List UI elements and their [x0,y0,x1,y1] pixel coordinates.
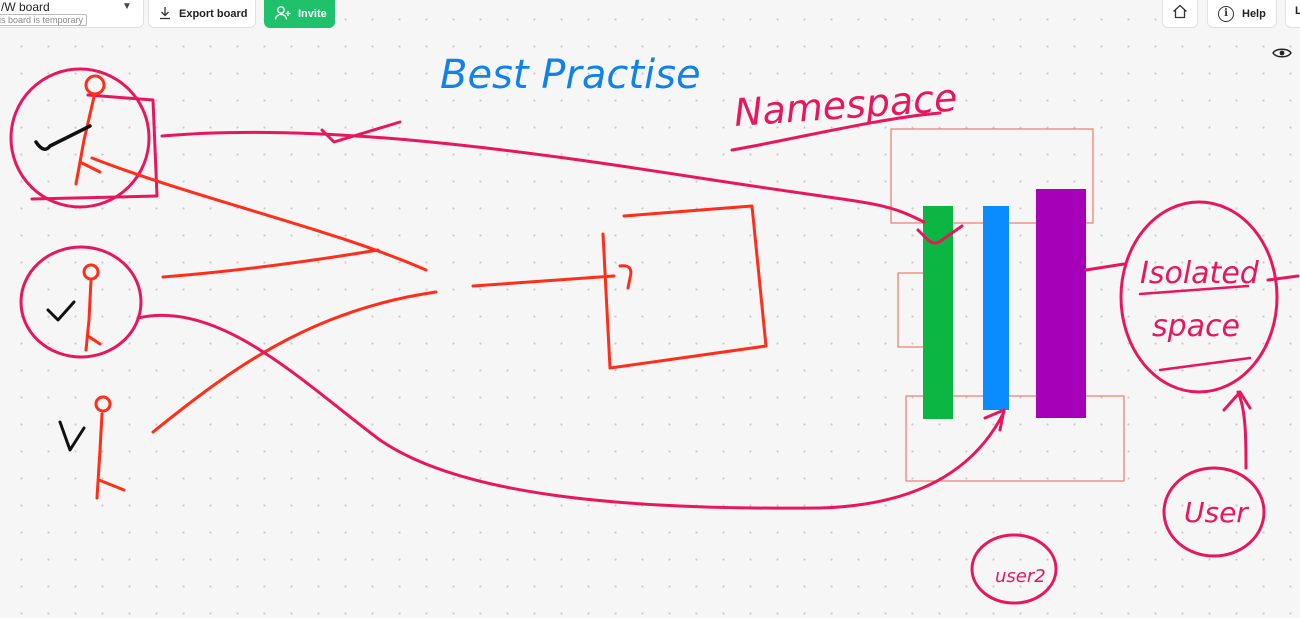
truncated-toolbar-button[interactable]: L [1285,0,1300,28]
bottom-arrow [136,313,1006,510]
namespace-bar-blue [983,206,1009,410]
space-label: space [1152,309,1240,344]
download-icon [159,6,171,23]
top-arrow-tick [320,120,402,144]
bottom-arrow-head [983,408,1006,432]
user1-circle [9,67,151,209]
user2-circle [19,245,143,359]
user1-figure [74,74,106,186]
user1-frame [30,93,159,201]
home-button[interactable] [1162,0,1198,28]
user3-figure [94,395,126,500]
eye-icon[interactable] [1271,44,1293,62]
temporary-board-badge: is board is temporary [0,14,88,26]
user2-label-circle [970,533,1058,605]
merge-line-3 [151,290,438,434]
info-icon: i [1218,6,1234,22]
board-name[interactable]: /W board [1,0,50,14]
merge-line-1 [90,156,428,272]
isolated-arrow [1084,262,1126,272]
central-box [601,204,768,370]
merge-line-2 [161,248,380,279]
export-board-button[interactable]: Export board [148,0,256,28]
space-underline [1158,356,1252,372]
home-icon [1172,4,1188,24]
user-to-isolated-arrow [1236,390,1248,470]
help-button[interactable]: i Help [1207,0,1277,28]
help-label: Help [1242,8,1266,20]
user2-figure [82,263,102,352]
merge-arrow-tip [618,264,633,290]
title-handwritten: Best Practise [440,52,701,98]
export-board-label: Export board [179,8,248,20]
user-right-label: User [1184,496,1249,529]
namespace-label: Namespace [733,75,959,134]
user-to-isolated-arrowhead [1222,390,1252,412]
isolated-underline [1138,284,1250,296]
namespace-box-3 [905,395,1125,482]
chevron-down-icon[interactable]: ▼ [122,1,132,12]
user1-check [34,124,92,151]
namespace-bar-purple [1036,189,1086,418]
green-bar-check [916,224,964,245]
namespace-underline [730,111,942,152]
merge-to-box-line [471,274,616,288]
isolated-exit-line [1266,274,1300,282]
user2-check [46,300,76,322]
invite-label: Invite [298,8,327,20]
user-right-circle [1162,466,1266,558]
add-user-icon [274,5,292,24]
invite-button[interactable]: Invite [264,0,335,28]
namespace-box-2 [897,272,927,348]
user2-label: user2 [995,566,1046,587]
top-arrow [160,130,926,224]
isolated-label: Isolated [1140,256,1260,291]
user3-check [58,420,86,452]
board-info-panel[interactable]: /W board is board is temporary ▼ [0,0,144,28]
isolated-space-circle [1119,200,1279,394]
